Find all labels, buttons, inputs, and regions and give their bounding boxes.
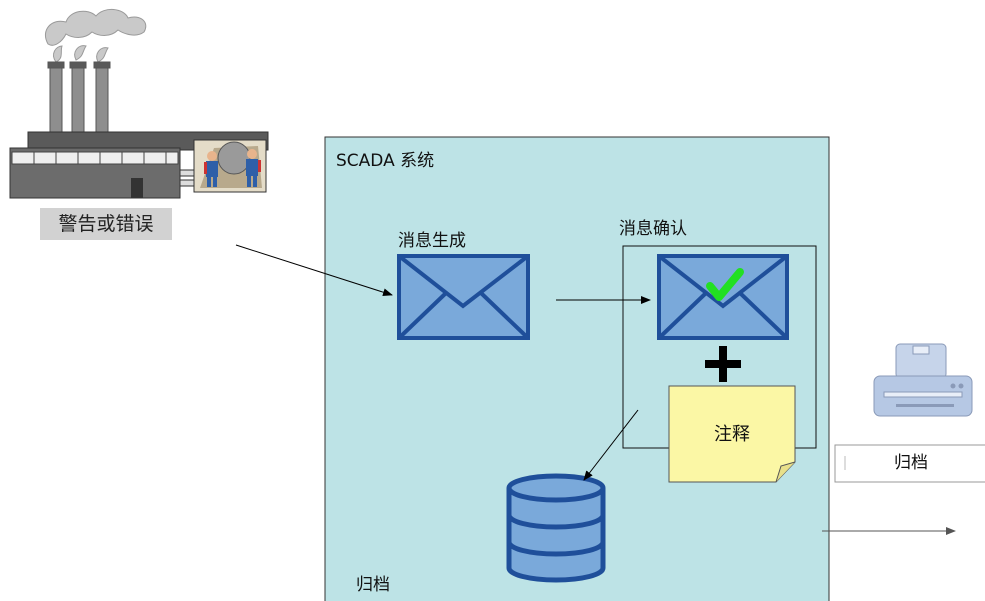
- archive-left-label: 归档: [356, 575, 390, 595]
- database-icon: [506, 473, 606, 583]
- factory-icon: [9, 9, 269, 199]
- printer-icon: [873, 343, 973, 417]
- warning-label: 警告或错误: [58, 213, 154, 235]
- system-title: SCADA 系统: [336, 151, 435, 171]
- archive-right-label: 归档: [894, 453, 928, 473]
- note-label: 注释: [714, 424, 750, 445]
- plus-horizontal: [705, 360, 741, 368]
- envelope-check-icon: [657, 254, 789, 340]
- warning-label-box: [40, 208, 172, 240]
- arrow-confirm-to-database: [583, 409, 639, 481]
- arrow-warning-to-generate: [235, 244, 393, 297]
- msg-confirm-label: 消息确认: [619, 219, 687, 239]
- envelope-icon: [397, 254, 530, 340]
- msg-generate-label: 消息生成: [398, 231, 466, 251]
- archive-right-box: [834, 444, 985, 483]
- sticky-note-icon: [668, 385, 796, 483]
- check-icon: [706, 268, 744, 301]
